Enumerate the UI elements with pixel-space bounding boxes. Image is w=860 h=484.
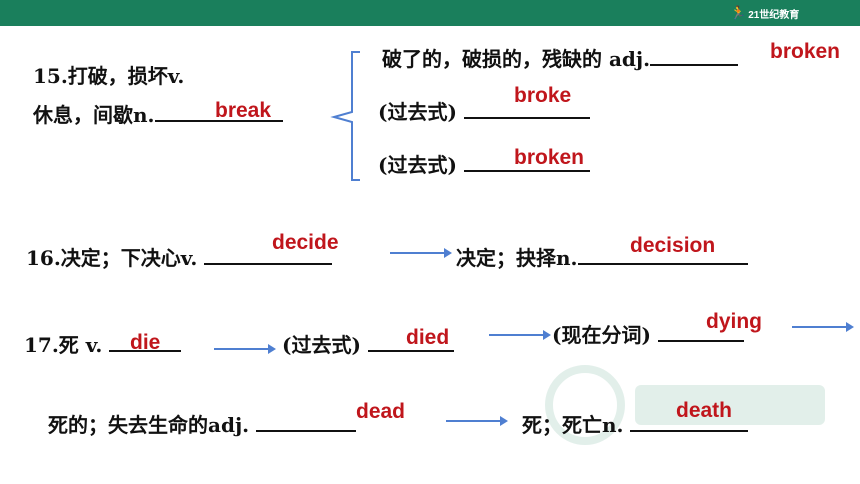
q17b-adj-label: 死的；失去生命的adj. — [48, 413, 250, 437]
runner-logo-icon: 🏃 — [730, 5, 747, 20]
q17b-noun-label: 死；死亡n. — [522, 413, 624, 437]
q17-pp: (现在分词) — [552, 320, 744, 347]
arrow-icon — [792, 322, 854, 332]
q16-text: 16.决定；下决心v. — [26, 243, 333, 270]
q15-line2: 休息，间歇n. — [33, 100, 283, 127]
q15-b2: (过去式) — [378, 97, 590, 124]
logo-text: 21世纪教育 — [748, 9, 800, 21]
q16-blank — [204, 243, 333, 265]
arrow-icon — [214, 344, 276, 354]
q15-line2-text: 休息，间歇n. — [33, 103, 155, 127]
q15-b1-blank — [650, 44, 739, 66]
q17-past-label: (过去式) — [282, 333, 361, 357]
q17-answer: die — [130, 331, 161, 354]
q17-text: 17.死 v. — [24, 330, 182, 357]
header-bar — [0, 0, 860, 26]
q16-noun-label: 决定；抉择n. — [456, 246, 578, 270]
q17-past: (过去式) — [282, 330, 454, 357]
q17b-adj: 死的；失去生命的adj. — [48, 410, 357, 437]
q15-b3-blank — [463, 150, 590, 172]
q15-b2-text: (过去式) — [378, 100, 457, 124]
q17b-noun: 死；死亡n. — [522, 410, 749, 437]
q17b-adj-blank — [256, 410, 357, 432]
q17-blank — [109, 330, 182, 352]
q17-pp-blank — [657, 320, 744, 342]
q17-past-answer: died — [406, 326, 450, 349]
site-logo: 🏃 21世纪教育 — [730, 3, 799, 23]
q15-b1-answer: broken — [770, 40, 841, 63]
q16-answer: decide — [272, 231, 339, 254]
q15-b1-text: 破了的，破损的，残缺的 adj. — [382, 47, 651, 71]
q16-noun-blank — [577, 243, 748, 265]
q17b-noun-blank — [630, 410, 749, 432]
q15-b3-answer: broken — [514, 146, 585, 169]
q16-label: 16.决定；下决心v. — [26, 246, 198, 270]
brace-icon — [330, 51, 360, 181]
q17-pp-answer: dying — [706, 310, 762, 333]
q17-past-blank — [367, 330, 454, 352]
arrow-icon — [446, 416, 508, 426]
arrow-icon — [489, 330, 551, 340]
q15-b3: (过去式) — [378, 150, 590, 177]
q15-b1: 破了的，破损的，残缺的 adj. — [382, 44, 739, 71]
q15-b2-blank — [463, 97, 590, 119]
watermark-logo — [545, 365, 825, 445]
q16-noun-answer: decision — [630, 234, 716, 257]
q15-b3-text: (过去式) — [378, 153, 457, 177]
q16-noun: 决定；抉择n. — [456, 243, 748, 270]
q15-blank — [154, 100, 283, 122]
q15-b2-answer: broke — [514, 84, 572, 107]
q15-line1: 15.打破，损坏v. — [33, 64, 185, 88]
q15-answer: break — [215, 99, 272, 122]
q17-pp-label: (现在分词) — [552, 323, 651, 347]
q17-label: 17.死 v. — [24, 333, 103, 357]
arrow-icon — [390, 248, 452, 258]
q17b-noun-answer: death — [676, 399, 733, 422]
q17b-adj-answer: dead — [356, 400, 406, 423]
